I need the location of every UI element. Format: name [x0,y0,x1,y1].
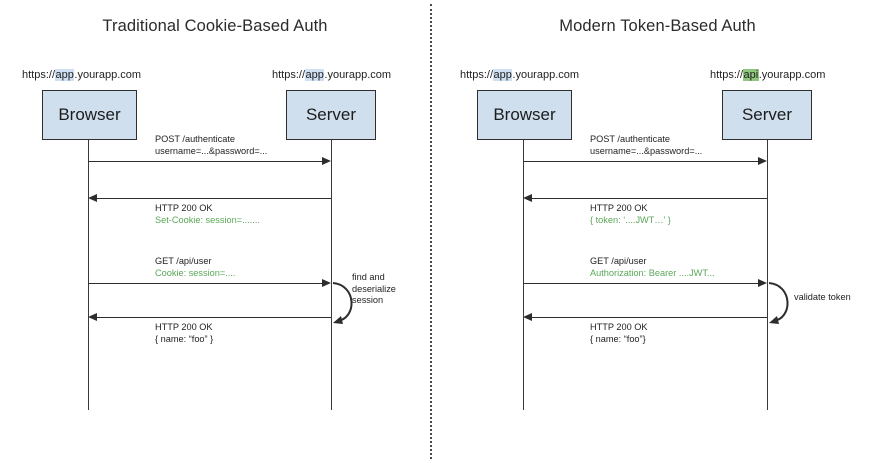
arrow-head-left-icon [523,194,532,202]
node-box-server-left: Server [286,90,376,140]
message-line-1: POST /authenticate [590,134,671,144]
message-4-arrow-right [532,317,767,318]
message-3-label-left: GET /api/user Cookie: session=.... [155,256,235,279]
lifeline-browser-left [88,140,89,410]
message-line-2: username=...&password=... [590,145,703,156]
url-suffix: .yourapp.com [512,69,580,81]
loop-line-3: session [352,295,384,305]
node-box-browser-right: Browser [477,90,572,140]
message-1-arrow-left [88,161,323,162]
loop-line-1: find and [352,272,385,282]
message-line-1: HTTP 200 OK [155,203,213,213]
message-line-2: Set-Cookie: session=....... [155,214,260,225]
message-3-arrow-right [523,283,759,284]
arrow-head-right-icon [322,157,331,165]
node-box-server-right: Server [722,90,812,140]
arrow-head-left-icon [88,194,97,202]
url-host-highlight: app [55,69,75,81]
arrow-head-right-icon [758,279,767,287]
message-line-2: Authorization: Bearer ....JWT... [590,267,715,278]
url-prefix: https:// [710,69,744,81]
lifeline-server-left [331,140,332,410]
self-call-loop-left [331,278,367,326]
message-3-label-right: GET /api/user Authorization: Bearer ....… [590,256,715,279]
message-line-1: HTTP 200 OK [590,322,648,332]
message-line-1: POST /authenticate [155,134,236,144]
message-3-arrow-left [88,283,323,284]
url-host-highlight: app [493,69,513,81]
url-prefix: https:// [460,69,494,81]
loop-line-1: validate token [794,292,851,302]
url-label-server-left: https://app.yourapp.com [272,68,391,82]
message-1-label-right: POST /authenticate username=...&password… [590,134,702,157]
url-host-highlight: api [743,69,759,81]
message-line-1: GET /api/user [590,256,647,266]
page-title-left: Traditional Cookie-Based Auth [102,17,328,35]
self-call-label-left: find and deserialize session [352,272,396,307]
arrow-head-left-icon [88,313,97,321]
self-call-label-right: validate token [794,292,851,304]
message-line-2: { name: “foo”} [590,333,646,344]
message-2-arrow-left [97,198,331,199]
loop-line-2: deserialize [352,283,396,294]
message-1-label-left: POST /authenticate username=...&password… [155,134,267,157]
panel-modern-token-auth: Modern Token-Based Auth https://app.your… [440,0,875,463]
message-2-label-left: HTTP 200 OK Set-Cookie: session=....... [155,203,260,226]
node-box-browser-left: Browser [42,90,137,140]
lifeline-browser-right [523,140,524,410]
arrow-head-left-icon [523,313,532,321]
message-line-1: HTTP 200 OK [155,322,213,332]
message-line-1: GET /api/user [155,256,212,266]
page-title-right: Modern Token-Based Auth [559,17,756,35]
message-line-2: { token: ‘....JWT…’ } [590,214,671,225]
message-line-2: username=...&password=... [155,145,268,156]
panel-divider [430,4,432,459]
self-call-loop-right [767,278,803,326]
url-prefix: https:// [272,69,306,81]
arrow-head-right-icon [758,157,767,165]
message-line-2: Cookie: session=.... [155,267,236,278]
url-suffix: .yourapp.com [324,69,392,81]
message-2-label-right: HTTP 200 OK { token: ‘....JWT…’ } [590,203,671,226]
message-line-1: HTTP 200 OK [590,203,648,213]
url-suffix: .yourapp.com [758,69,826,81]
url-prefix: https:// [22,69,56,81]
message-1-arrow-right [523,161,759,162]
message-2-arrow-right [532,198,767,199]
url-host-highlight: app [305,69,325,81]
message-4-label-right: HTTP 200 OK { name: “foo”} [590,322,648,345]
url-label-server-right: https://api.yourapp.com [710,68,825,82]
message-line-2: { name: “foo” } [155,333,214,344]
url-suffix: .yourapp.com [74,69,142,81]
message-4-arrow-left [97,317,331,318]
lifeline-server-right [767,140,768,410]
url-label-browser-right: https://app.yourapp.com [460,68,579,82]
arrow-head-right-icon [322,279,331,287]
panel-traditional-cookie-auth: Traditional Cookie-Based Auth https://ap… [0,0,430,463]
message-4-label-left: HTTP 200 OK { name: “foo” } [155,322,213,345]
url-label-browser-left: https://app.yourapp.com [22,68,141,82]
